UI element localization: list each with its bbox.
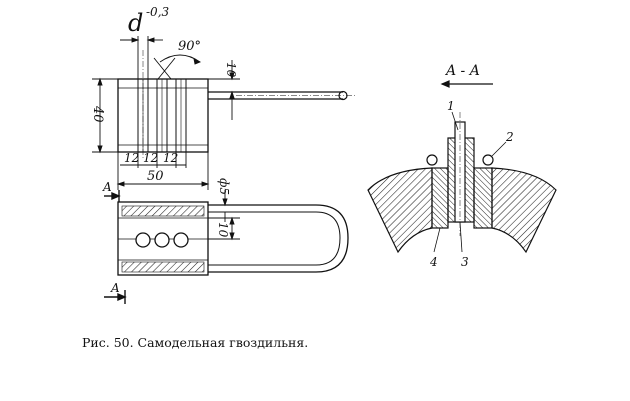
section-mark-bottom-label: A (110, 281, 120, 295)
dim-rod-diameter (222, 190, 228, 222)
section-mark-top (104, 190, 121, 202)
front-hole-3 (173, 232, 189, 248)
figure-caption: Рис. 50. Самодельная гвоздильня. (82, 335, 309, 350)
dim-height-label: 40 (90, 105, 105, 123)
dim-top-offset-label: 10 (224, 62, 238, 78)
section-view (367, 112, 557, 254)
top-view (117, 50, 355, 160)
right-jaw (491, 167, 557, 254)
front-view (117, 201, 349, 276)
section-title: A - A (444, 63, 480, 79)
part-2-label: 2 (505, 130, 514, 144)
dim-top-offset (208, 60, 240, 120)
front-hole-2 (154, 232, 170, 248)
dim-d-tolerance: -0,3 (146, 5, 170, 19)
dim-width (116, 181, 210, 187)
part-1-label: 1 (447, 99, 455, 113)
dim-rod-diameter-label: ф5 (217, 178, 231, 195)
part-leaders (433, 111, 507, 253)
dim-angle-label: 90° (178, 39, 201, 54)
dim-lower-offset (208, 216, 240, 241)
left-jaw (367, 167, 433, 254)
section-mark-top-label: A (102, 180, 112, 194)
dim-d (120, 36, 163, 79)
dim-pitch-3: 12 (163, 151, 178, 165)
section-title-arrow (440, 80, 493, 88)
block-outline (117, 78, 209, 153)
dim-pitch-2: 12 (143, 151, 158, 165)
section-mark-bottom (104, 290, 127, 304)
front-hole-1 (135, 232, 151, 248)
rod-right (482, 154, 494, 166)
part-4-label: 4 (429, 255, 438, 269)
front-block (117, 201, 209, 276)
dim-pitch-1: 12 (124, 151, 139, 165)
nail-holes (137, 78, 187, 153)
dim-height (92, 77, 118, 154)
dim-angle (153, 54, 202, 80)
left-plate (431, 167, 449, 229)
dim-d-label: d (128, 9, 143, 37)
right-plate (473, 167, 493, 229)
rod-left (426, 154, 438, 166)
part-3-label: 3 (461, 255, 469, 269)
dim-width-label: 50 (147, 169, 164, 184)
u-handle (208, 204, 349, 273)
dim-lower-offset-label: 10 (216, 222, 230, 238)
